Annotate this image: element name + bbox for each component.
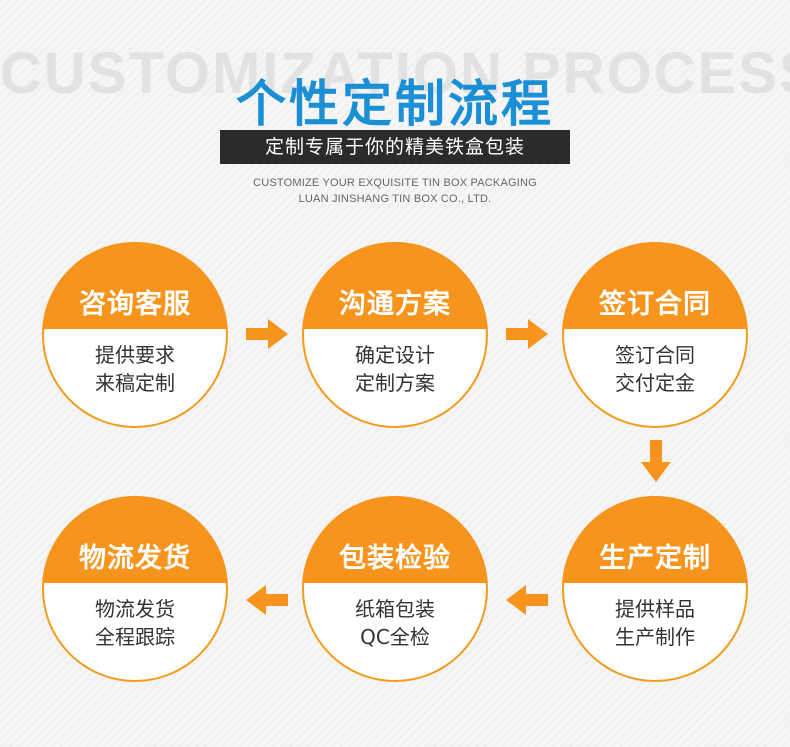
step-description: 确定设计 定制方案: [302, 341, 488, 397]
english-tagline: CUSTOMIZE YOUR EXQUISITE TIN BOX PACKAGI…: [253, 177, 537, 189]
arrow-left-icon: [506, 585, 548, 615]
step-title: 沟通方案: [302, 242, 488, 329]
step-description: 提供样品 生产制作: [562, 595, 748, 651]
step-production: 生产定制 提供样品 生产制作: [562, 496, 748, 682]
step-title: 签订合同: [562, 242, 748, 329]
arrow-right-icon: [506, 319, 548, 349]
arrow-left-icon: [246, 585, 288, 615]
step-communicate: 沟通方案 确定设计 定制方案: [302, 242, 488, 428]
step-line: 签订合同: [615, 343, 695, 367]
step-line: 物流发货: [95, 597, 175, 621]
step-line: 确定设计: [355, 343, 435, 367]
step-line: 来稿定制: [95, 371, 175, 395]
step-consult: 咨询客服 提供要求 来稿定制: [42, 242, 228, 428]
background-watermark-text: CUSTOMIZATION PROCESS: [0, 41, 790, 106]
step-description: 物流发货 全程跟踪: [42, 595, 228, 651]
step-description: 纸箱包装 QC全检: [302, 595, 488, 651]
step-line: 定制方案: [355, 371, 435, 395]
step-contract: 签订合同 签订合同 交付定金: [562, 242, 748, 428]
step-title: 生产定制: [562, 496, 748, 583]
step-line: 生产制作: [615, 625, 695, 649]
step-line: QC全检: [360, 625, 430, 649]
step-shipping: 物流发货 物流发货 全程跟踪: [42, 496, 228, 682]
arrow-right-icon: [246, 319, 288, 349]
step-line: 纸箱包装: [355, 597, 435, 621]
step-description: 签订合同 交付定金: [562, 341, 748, 397]
step-packaging: 包装检验 纸箱包装 QC全检: [302, 496, 488, 682]
step-line: 提供样品: [615, 597, 695, 621]
company-name: LUAN JINSHANG TIN BOX CO., LTD.: [298, 193, 492, 205]
arrow-down-icon: [641, 440, 671, 482]
step-description: 提供要求 来稿定制: [42, 341, 228, 397]
step-line: 交付定金: [615, 371, 695, 395]
step-line: 提供要求: [95, 343, 175, 367]
step-title: 咨询客服: [42, 242, 228, 329]
page-title: 个性定制流程: [236, 75, 554, 133]
subtitle-bar: 定制专属于你的精美铁盒包装: [220, 130, 570, 164]
step-title: 物流发货: [42, 496, 228, 583]
step-line: 全程跟踪: [95, 625, 175, 649]
step-title: 包装检验: [302, 496, 488, 583]
